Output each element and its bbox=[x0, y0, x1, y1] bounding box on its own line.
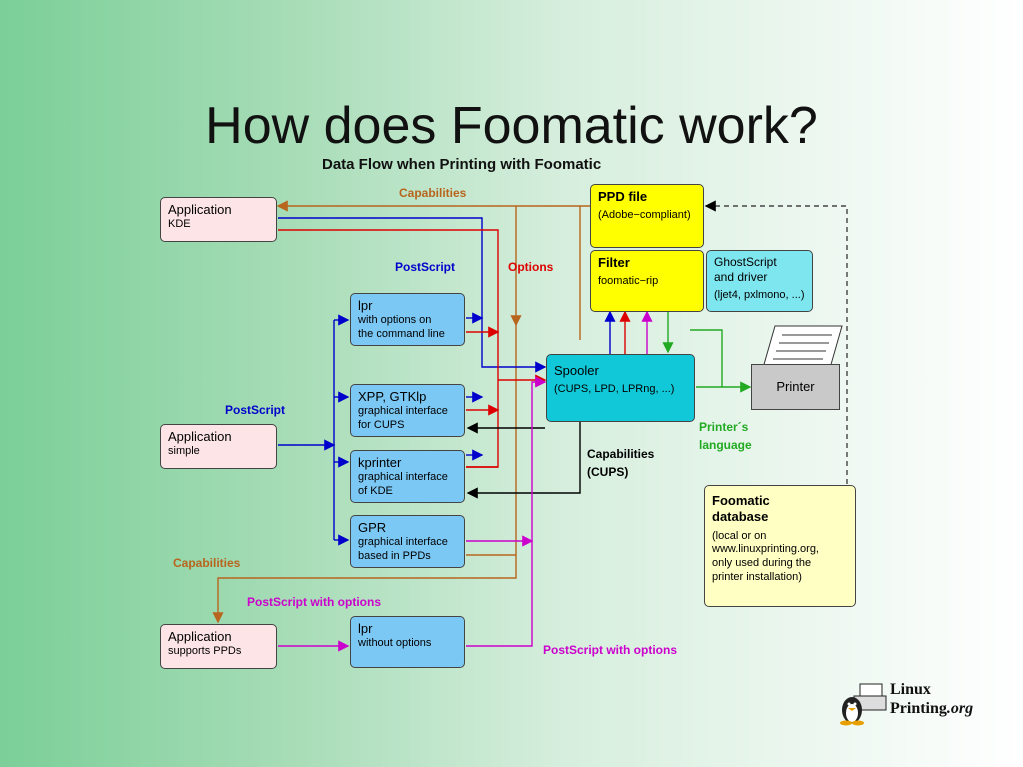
logo-line1: Linux bbox=[890, 681, 931, 698]
lpr-without-options-box: lpr without options bbox=[350, 616, 465, 668]
ghostscript-box: GhostScript and driver (ljet4, pxlmono, … bbox=[706, 250, 813, 312]
app-ppds-desc: supports PPDs bbox=[168, 645, 242, 658]
foomatic-database-box: Foomatic database (local or on www.linux… bbox=[704, 485, 856, 607]
app-ppds-name: Application bbox=[168, 629, 232, 644]
spooler-desc: (CUPS, LPD, LPRng, ...) bbox=[554, 383, 675, 396]
linux-printing-logo-text: Linux Printing.org bbox=[890, 680, 973, 718]
diagram-title: Data Flow when Printing with Foomatic bbox=[322, 156, 602, 173]
gpr-desc1: graphical interface bbox=[358, 536, 448, 549]
logo-suffix: .org bbox=[946, 700, 974, 718]
spooler-name: Spooler bbox=[554, 363, 599, 378]
gpr-name: GPR bbox=[358, 520, 387, 535]
label-capabilities-top: Capabilities bbox=[399, 186, 467, 200]
lpr-opts-desc1: with options on bbox=[358, 314, 432, 327]
gpr-desc2: based in PPDs bbox=[358, 550, 431, 562]
label-ps-with-options-left: PostScript with options bbox=[247, 595, 381, 609]
lpr-opts-desc2: the command line bbox=[358, 328, 445, 340]
label-postscript-top: PostScript bbox=[395, 260, 456, 274]
ppd-file-box: PPD file (Adobe−compliant) bbox=[590, 184, 704, 248]
lpr-opts-name: lpr bbox=[358, 298, 373, 313]
filter-box: Filter foomatic−rip bbox=[590, 250, 704, 312]
label-printers-language1: Printer´s bbox=[699, 420, 749, 434]
slide-title: How does Foomatic work? bbox=[205, 97, 818, 155]
lpr-noopts-desc1: without options bbox=[358, 637, 432, 650]
printer-paper-icon bbox=[762, 325, 843, 369]
label-postscript-left: PostScript bbox=[225, 403, 286, 417]
application-ppds-box: Application supports PPDs bbox=[160, 624, 277, 669]
label-options: Options bbox=[508, 260, 554, 274]
kprinter-box: kprinter graphical interface of KDE bbox=[350, 450, 465, 503]
printer-name: Printer bbox=[776, 379, 815, 394]
ppd-name: PPD file bbox=[598, 189, 648, 204]
application-kde-box: Application KDE bbox=[160, 197, 277, 242]
gs-name1: GhostScript bbox=[714, 255, 777, 269]
label-capabilities-left: Capabilities bbox=[173, 556, 241, 570]
gpr-box: GPR graphical interface based in PPDs bbox=[350, 515, 465, 568]
label-ps-with-options-right: PostScript with options bbox=[543, 643, 677, 657]
xpp-desc2: for CUPS bbox=[358, 419, 405, 431]
db-name2: database bbox=[712, 509, 769, 525]
lpr-with-options-box: lpr with options on the command line bbox=[350, 293, 465, 346]
app-simple-name: Application bbox=[168, 429, 232, 444]
filter-desc: foomatic−rip bbox=[598, 275, 659, 288]
db-desc1: (local or on bbox=[712, 529, 767, 542]
app-kde-desc: KDE bbox=[168, 218, 191, 231]
xpp-desc1: graphical interface bbox=[358, 405, 448, 418]
db-name1: Foomatic bbox=[712, 493, 770, 508]
label-cups: (CUPS) bbox=[587, 465, 629, 479]
lpr-noopts-name: lpr bbox=[358, 621, 373, 636]
gs-desc: (ljet4, pxlmono, ...) bbox=[714, 289, 805, 301]
ppd-desc: (Adobe−compliant) bbox=[598, 209, 691, 222]
printer-box: Printer bbox=[751, 364, 840, 410]
spooler-box: Spooler (CUPS, LPD, LPRng, ...) bbox=[546, 354, 695, 422]
gs-name2: and driver bbox=[714, 270, 768, 284]
xpp-gtklp-box: XPP, GTKlp graphical interface for CUPS bbox=[350, 384, 465, 437]
logo-line2: Printing bbox=[890, 700, 947, 718]
label-printers-language2: language bbox=[699, 438, 752, 452]
filter-name: Filter bbox=[598, 255, 630, 270]
db-desc4: printer installation) bbox=[712, 570, 802, 583]
db-desc2: www.linuxprinting.org, bbox=[712, 543, 819, 556]
kprinter-desc2: of KDE bbox=[358, 485, 393, 497]
app-kde-name: Application bbox=[168, 202, 232, 217]
linux-printing-logo-icon bbox=[840, 683, 887, 726]
app-simple-desc: simple bbox=[168, 445, 200, 458]
label-capabilities-cups: Capabilities bbox=[587, 447, 655, 461]
xpp-name: XPP, GTKlp bbox=[358, 389, 427, 404]
kprinter-desc1: graphical interface bbox=[358, 471, 448, 484]
application-simple-box: Application simple bbox=[160, 424, 277, 469]
kprinter-name: kprinter bbox=[358, 455, 402, 470]
db-desc3: only used during the bbox=[712, 557, 812, 569]
